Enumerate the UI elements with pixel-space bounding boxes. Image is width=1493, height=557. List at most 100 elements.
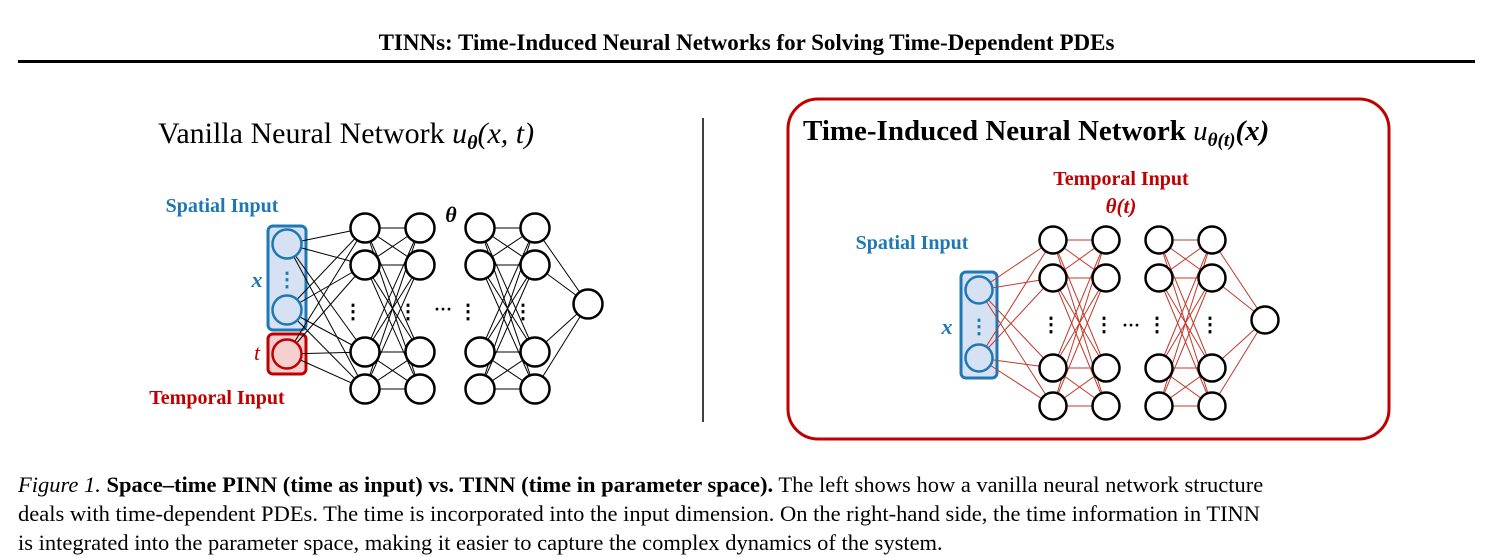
caption-text-line2: deals with time-dependent PDEs. The time…: [18, 501, 1261, 526]
right-panel-tinn: Time-Induced Neural Network uθ(t)(x) Tem…: [786, 97, 1391, 441]
right-edge-input: [978, 289, 1054, 369]
caption-text-line3: is integrated into the parameter space, …: [18, 530, 943, 555]
right-hidden-neuron: [1144, 263, 1174, 293]
right-title-args: (x): [1235, 115, 1269, 147]
right-hidden-neuron: [1144, 225, 1174, 255]
left-edge-hidden: [479, 227, 536, 353]
left-layer-vdots: ⋮: [398, 301, 418, 323]
left-spatial-input-label: Spatial Input: [166, 195, 279, 217]
left-edge-input: [286, 243, 366, 353]
left-edge-input: [286, 227, 366, 355]
right-hidden-neuron: [1144, 353, 1174, 383]
right-edge-input: [978, 239, 1054, 359]
right-temporal-input-label: Temporal Input: [1053, 168, 1189, 190]
right-title-text: Time-Induced Neural Network: [803, 115, 1193, 147]
left-input-vdots: ⋮: [277, 269, 297, 291]
left-hidden-neuron: [404, 336, 436, 368]
left-edge-hidden: [364, 264, 421, 390]
right-neurons: [964, 225, 1280, 421]
right-layer-vdots: ⋮: [1200, 314, 1220, 336]
left-edge-input: [286, 309, 366, 390]
right-hidden-neuron: [1038, 391, 1068, 421]
figure-diagram: Vanilla Neural Network uθ(x, t) Spatial …: [149, 97, 1391, 441]
right-hidden-neuron: [1091, 391, 1121, 421]
caption-bold-summary: Space–time PINN (time as input) vs. TINN…: [106, 472, 774, 497]
left-hidden-neuron: [349, 212, 381, 244]
left-layer-vdots: ⋮: [513, 301, 533, 323]
left-hidden-neuron: [519, 336, 551, 368]
right-hidden-neuron: [1197, 263, 1227, 293]
left-title-u: u: [452, 117, 467, 150]
left-hidden-neuron: [349, 373, 381, 405]
left-hidden-neuron: [349, 336, 381, 368]
left-hidden-neuron: [404, 212, 436, 244]
left-input-neuron-t: [271, 338, 303, 370]
left-hidden-neuron: [464, 212, 496, 244]
right-layer-vdots: ⋮: [1147, 314, 1167, 336]
left-edge-hidden: [364, 227, 421, 353]
caption-label: Figure 1.: [18, 472, 101, 497]
right-hidden-neuron: [1038, 263, 1068, 293]
left-output-neuron: [572, 288, 604, 320]
left-hidden-neuron: [464, 373, 496, 405]
left-edge-input: [286, 227, 366, 311]
right-title-sub: θ(t): [1208, 130, 1236, 151]
right-ellipses: ⋮ ⋮ ⋮ ⋮ ⋮ ···: [969, 314, 1220, 338]
left-edge-output: [534, 303, 589, 390]
right-panel-title: Time-Induced Neural Network uθ(t)(x): [803, 115, 1269, 151]
left-title-sub: θ: [467, 132, 478, 154]
figure-caption: Figure 1. Space–time PINN (time as input…: [18, 470, 1475, 557]
right-x-symbol: x: [941, 314, 953, 339]
right-hidden-neuron: [1091, 353, 1121, 383]
right-edge-hidden: [1158, 239, 1213, 369]
left-title-text: Vanilla Neural Network: [158, 117, 452, 150]
right-hidden-neuron: [1144, 391, 1174, 421]
right-panel-border: [786, 97, 1391, 441]
left-t-symbol: t: [254, 340, 261, 365]
header-rule: [18, 60, 1475, 63]
left-hidden-neuron: [404, 249, 436, 281]
left-input-neuron-x: [271, 294, 303, 326]
left-hidden-neuron: [519, 249, 551, 281]
caption-text-line1: The left shows how a vanilla neural netw…: [778, 472, 1264, 497]
left-edge-input: [286, 264, 366, 355]
right-hidden-neuron: [1197, 225, 1227, 255]
right-edge-input: [978, 289, 1054, 407]
left-layer-vdots: ⋮: [343, 301, 363, 323]
left-x-symbol: x: [251, 267, 263, 292]
right-layer-vdots: ⋮: [1094, 314, 1114, 336]
left-theta-symbol: θ: [445, 202, 457, 227]
right-edge-hidden: [1052, 239, 1107, 369]
right-layer-vdots: ⋮: [1041, 314, 1061, 336]
left-temporal-input-label: Temporal Input: [149, 387, 285, 409]
right-hidden-neuron: [1038, 225, 1068, 255]
right-input-neuron-x: [964, 275, 994, 305]
right-hidden-neuron: [1091, 263, 1121, 293]
paper-running-header: TINNs: Time-Induced Neural Networks for …: [378, 30, 1115, 55]
right-edge-input: [978, 239, 1054, 291]
right-hidden-neuron: [1091, 225, 1121, 255]
right-input-vdots: ⋮: [969, 316, 989, 338]
left-input-neuron-x: [271, 228, 303, 260]
left-title-args: (x, t): [477, 117, 534, 150]
right-hidden-neuron: [1197, 353, 1227, 383]
left-neurons: [271, 212, 604, 405]
right-spatial-input-label: Spatial Input: [856, 232, 969, 254]
left-hidden-neuron: [404, 373, 436, 405]
right-output-neuron: [1250, 305, 1280, 335]
right-input-neuron-x: [964, 343, 994, 373]
right-edge-output: [1211, 239, 1266, 321]
left-panel-vanilla-nn: Vanilla Neural Network uθ(x, t) Spatial …: [149, 117, 604, 409]
right-title-u: u: [1193, 115, 1208, 147]
left-hidden-neuron: [464, 336, 496, 368]
right-layer-hdots: ···: [1122, 315, 1140, 335]
left-hidden-neuron: [519, 212, 551, 244]
left-hidden-neuron: [519, 373, 551, 405]
left-hidden-neuron: [349, 249, 381, 281]
left-layer-vdots: ⋮: [458, 301, 478, 323]
right-edge-output: [1211, 319, 1266, 407]
left-layer-hdots: ···: [434, 299, 452, 319]
left-panel-title: Vanilla Neural Network uθ(x, t): [158, 117, 534, 154]
left-ellipses: ⋮ ⋮ ⋮ ⋮ ⋮ ···: [277, 269, 533, 323]
left-hidden-neuron: [464, 249, 496, 281]
